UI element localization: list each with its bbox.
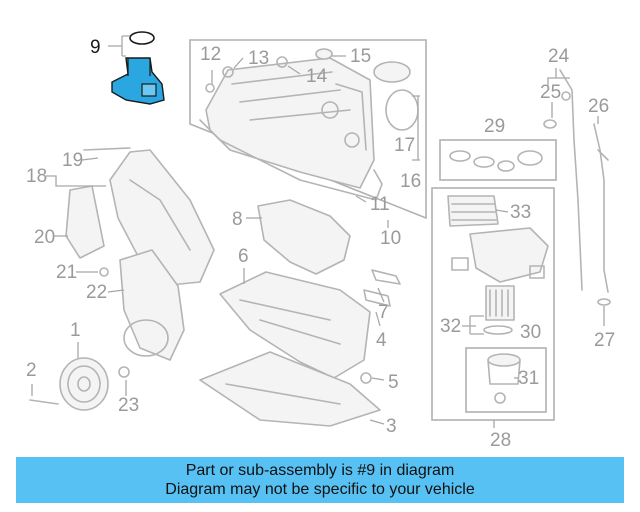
label-part-20: 20 bbox=[34, 227, 55, 248]
banner-line-1: Part or sub-assembly is #9 in diagram bbox=[185, 462, 455, 479]
label-part-2: 2 bbox=[26, 360, 37, 381]
part-7-gasket[interactable] bbox=[371, 269, 401, 285]
label-part-18: 18 bbox=[26, 166, 47, 187]
label-part-27: 27 bbox=[594, 330, 615, 351]
part-5-drain-plug[interactable] bbox=[360, 372, 372, 384]
info-banner: Part or sub-assembly is #9 in diagram Di… bbox=[16, 457, 624, 503]
label-part-11: 11 bbox=[370, 194, 390, 215]
banner-line-2: Diagram may not be specific to your vehi… bbox=[165, 481, 475, 498]
part-23-bolt[interactable] bbox=[118, 366, 130, 378]
label-part-32: 32 bbox=[440, 316, 461, 337]
part-9-oil-level-sensor[interactable] bbox=[111, 31, 165, 105]
label-part-13: 13 bbox=[248, 48, 269, 69]
part-29-gasket-kit[interactable] bbox=[449, 150, 543, 172]
label-part-28: 28 bbox=[490, 430, 511, 451]
part-13-nut[interactable] bbox=[222, 66, 234, 78]
part-31-filter-cap[interactable] bbox=[487, 353, 521, 404]
label-part-22: 22 bbox=[86, 282, 107, 303]
label-part-6: 6 bbox=[238, 246, 249, 267]
part-2-bolt[interactable] bbox=[29, 399, 59, 405]
label-part-1: 1 bbox=[70, 320, 81, 341]
label-part-24: 24 bbox=[548, 46, 570, 67]
label-part-29: 29 bbox=[484, 116, 505, 137]
part-27-o-ring[interactable] bbox=[597, 298, 611, 306]
label-part-5: 5 bbox=[388, 372, 399, 393]
label-part-3: 3 bbox=[386, 416, 397, 437]
part-15-oil-cap[interactable] bbox=[315, 48, 411, 83]
part-21-bolt[interactable] bbox=[99, 267, 109, 277]
part-housing[interactable] bbox=[469, 227, 549, 283]
part-6-upper-oil-pan[interactable] bbox=[219, 271, 371, 379]
part-19-gasket[interactable] bbox=[83, 147, 131, 151]
parts-diagram: 9 12 13 14 15 17 16 11 10 18 19 20 21 22… bbox=[26, 31, 615, 451]
gasket-kit-box bbox=[439, 139, 557, 181]
oil-filter-housing-box bbox=[431, 187, 555, 421]
part-14-bolt[interactable] bbox=[276, 56, 288, 68]
label-part-23: 23 bbox=[118, 395, 139, 416]
part-1-crank-pulley[interactable] bbox=[59, 357, 109, 411]
label-part-31: 31 bbox=[518, 368, 539, 389]
part-3-lower-oil-pan[interactable] bbox=[199, 351, 381, 427]
label-part-30: 30 bbox=[520, 322, 541, 343]
label-part-7: 7 bbox=[378, 302, 389, 323]
label-part-8: 8 bbox=[232, 209, 243, 230]
label-part-33: 33 bbox=[510, 202, 531, 223]
part-8-bracket[interactable] bbox=[257, 199, 351, 275]
filter-cap-box bbox=[465, 347, 547, 413]
label-part-14: 14 bbox=[306, 66, 328, 87]
label-part-15: 15 bbox=[350, 46, 371, 67]
part-12-bolt[interactable] bbox=[205, 83, 215, 93]
label-part-21: 21 bbox=[56, 262, 77, 283]
label-part-26: 26 bbox=[588, 96, 609, 117]
label-part-16: 16 bbox=[400, 171, 421, 192]
part-24-dipstick[interactable] bbox=[559, 69, 583, 291]
label-part-19: 19 bbox=[62, 150, 83, 171]
part-20-cover[interactable] bbox=[65, 185, 105, 259]
label-part-25: 25 bbox=[540, 82, 561, 103]
part-22-lower-cover[interactable] bbox=[119, 249, 185, 361]
part-33-oil-cooler[interactable] bbox=[447, 195, 499, 227]
label-part-9: 9 bbox=[90, 37, 101, 58]
valve-cover-group-box bbox=[189, 39, 427, 220]
label-part-10: 10 bbox=[380, 228, 401, 249]
label-part-17: 17 bbox=[394, 135, 415, 156]
part-26-dipstick-tube[interactable] bbox=[593, 123, 609, 293]
part-valve-cover[interactable] bbox=[199, 57, 383, 201]
label-part-4: 4 bbox=[376, 330, 387, 351]
label-part-12: 12 bbox=[200, 44, 221, 65]
part-25-seal[interactable] bbox=[543, 119, 557, 129]
part-18-timing-cover[interactable] bbox=[109, 149, 215, 287]
